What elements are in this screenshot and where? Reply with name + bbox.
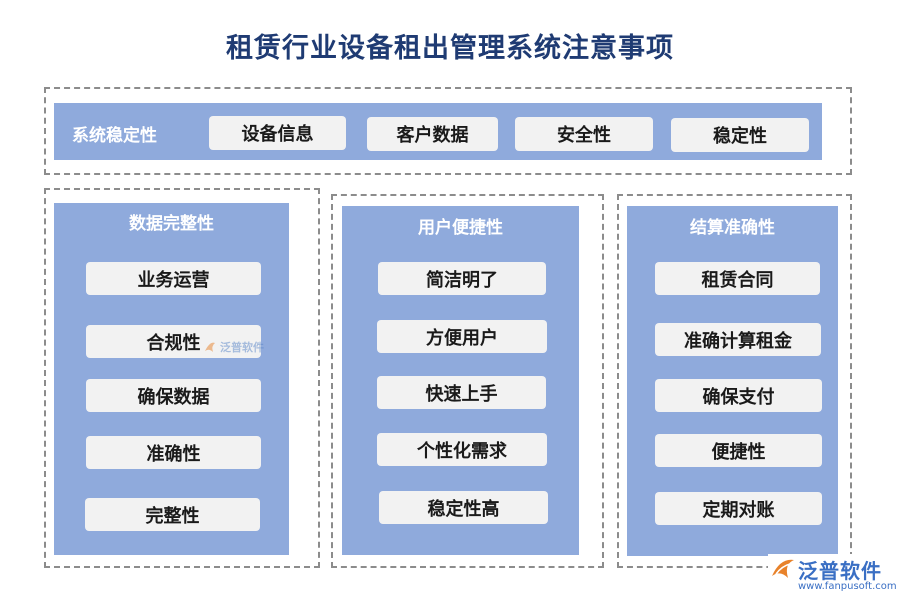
brand-url: www.fanpusoft.com (798, 581, 897, 592)
top-item: 客户数据 (367, 117, 498, 151)
column-1-item: 确保数据 (86, 379, 261, 412)
column-1-item: 准确性 (86, 436, 261, 469)
column-2-item: 快速上手 (377, 376, 546, 409)
watermark-logo-icon (205, 342, 215, 352)
column-2-label: 用户便捷性 (418, 218, 503, 238)
column-2-item: 个性化需求 (377, 433, 547, 466)
column-2-frame (331, 194, 604, 568)
brand-name: 泛普软件 (798, 559, 882, 583)
fanpu-logo-icon (772, 559, 794, 578)
watermark: 泛普软件 (203, 339, 264, 355)
column-1-item: 业务运营 (86, 262, 261, 295)
column-3-frame (617, 194, 852, 568)
column-3-label: 结算准确性 (690, 218, 775, 238)
column-2-item: 方便用户 (377, 320, 547, 353)
column-3-item: 便捷性 (655, 434, 822, 467)
top-section-frame (44, 87, 852, 175)
page-title: 租赁行业设备租出管理系统注意事项 (226, 33, 674, 64)
top-section-label: 系统稳定性 (72, 126, 157, 146)
column-1-item: 完整性 (85, 498, 260, 531)
column-3-item: 定期对账 (655, 492, 822, 525)
top-item: 安全性 (515, 117, 653, 151)
column-1-label: 数据完整性 (129, 214, 214, 234)
brand-logo: 泛普软件 www.fanpusoft.com (768, 554, 898, 598)
watermark-text: 泛普软件 (220, 341, 264, 354)
column-3-item: 确保支付 (655, 379, 822, 412)
column-2-item: 稳定性高 (379, 491, 548, 524)
top-item: 设备信息 (209, 116, 346, 150)
column-2-item: 简洁明了 (378, 262, 546, 295)
column-1-frame (44, 188, 320, 568)
column-3-item: 准确计算租金 (655, 323, 821, 356)
top-item: 稳定性 (671, 118, 809, 152)
column-1-item: 合规性 (86, 325, 261, 358)
column-3-item: 租赁合同 (655, 262, 820, 295)
